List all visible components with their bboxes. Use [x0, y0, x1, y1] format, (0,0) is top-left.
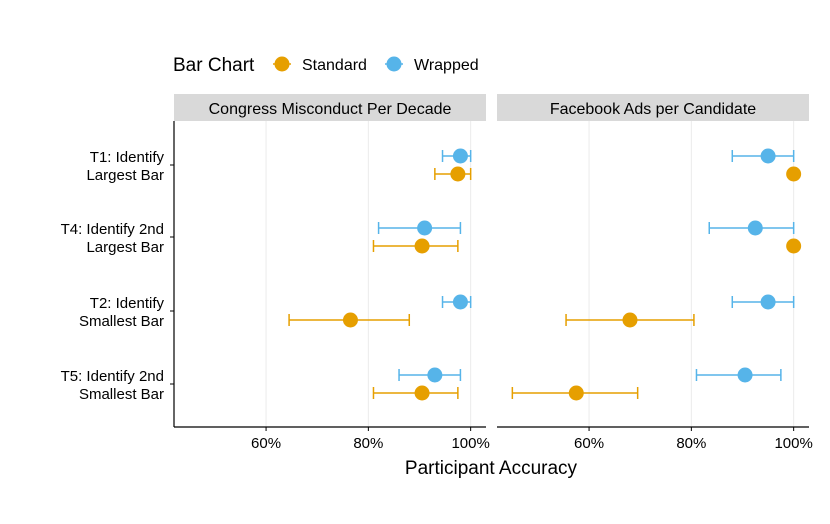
point-wrapped-row1: [760, 148, 776, 164]
point-standard-row2: [414, 238, 430, 254]
panel-strip: [174, 94, 486, 121]
legend-label-standard: Standard: [302, 57, 367, 74]
point-standard-row2: [786, 238, 802, 254]
point-wrapped-row2: [417, 220, 433, 236]
x-tick-label: 80%: [353, 435, 383, 452]
point-standard-row3: [342, 312, 358, 328]
point-standard-row4: [414, 385, 430, 401]
y-tick-label-line1: T5: Identify 2nd: [61, 368, 164, 385]
x-tick-label: 100%: [774, 435, 812, 452]
x-tick-label: 80%: [676, 435, 706, 452]
y-tick-label-line2: Largest Bar: [86, 167, 164, 184]
y-tick-label-line2: Smallest Bar: [79, 386, 164, 403]
point-standard-row1: [450, 166, 466, 182]
point-standard-row3: [622, 312, 638, 328]
y-tick-label-line2: Largest Bar: [86, 239, 164, 256]
y-tick-label-line1: T2: Identify: [90, 295, 165, 312]
point-wrapped-row4: [737, 367, 753, 383]
panel-title: Congress Misconduct Per Decade: [209, 101, 452, 118]
point-wrapped-row2: [747, 220, 763, 236]
panel-2: Facebook Ads per Candidate 60% 80% 100%: [497, 94, 813, 452]
y-tick-label-line2: Smallest Bar: [79, 313, 164, 330]
legend-key-dot-standard: [274, 56, 290, 72]
x-tick-label: 60%: [251, 435, 281, 452]
y-tick-label-line1: T4: Identify 2nd: [61, 221, 164, 238]
panels: Congress Misconduct Per Decade 60% 80% 100%…: [174, 94, 813, 452]
panel-strip: [497, 94, 809, 121]
legend: Standard Wrapped: [273, 56, 479, 74]
x-tick-label: 60%: [574, 435, 604, 452]
y-tick-label-line1: T1: Identify: [90, 149, 165, 166]
point-wrapped-row3: [760, 294, 776, 310]
x-axis-title: Participant Accuracy: [405, 458, 578, 479]
legend-key-dot-wrapped: [386, 56, 402, 72]
point-wrapped-row3: [452, 294, 468, 310]
point-wrapped-row4: [427, 367, 443, 383]
legend-label-wrapped: Wrapped: [414, 57, 479, 74]
panel-1: Congress Misconduct Per Decade 60% 80% 100%: [174, 94, 490, 452]
point-standard-row1: [786, 166, 802, 182]
legend-title: Bar Chart: [173, 55, 255, 76]
point-wrapped-row1: [452, 148, 468, 164]
point-standard-row4: [568, 385, 584, 401]
x-tick-label: 100%: [451, 435, 489, 452]
panel-title: Facebook Ads per Candidate: [550, 101, 756, 118]
